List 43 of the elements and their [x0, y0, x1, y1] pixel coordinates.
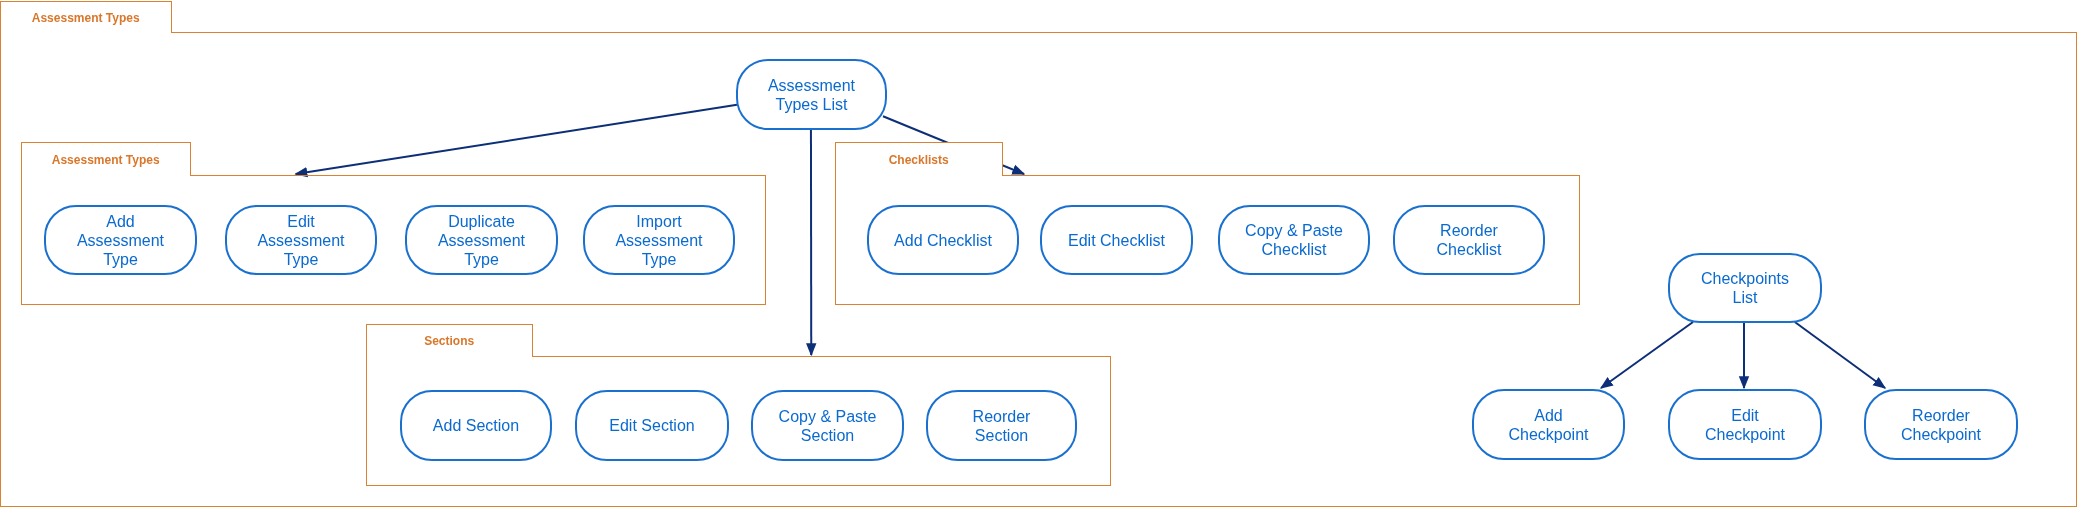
process-box — [1864, 389, 2018, 460]
group-tab-label: Assessment Types — [20, 142, 191, 176]
process-label: Duplicate Assessment Type — [436, 211, 527, 269]
process-label: Edit Checklist — [1068, 230, 1165, 250]
arrow — [806, 128, 817, 357]
process-box — [575, 390, 729, 461]
process-label: Reorder Checkpoint — [1899, 405, 1982, 444]
group-tab-label: Assessment Types — [0, 1, 172, 33]
process-label: Edit Section — [609, 416, 695, 435]
process-label: Add Checkpoint — [1507, 405, 1590, 444]
process-box — [736, 59, 887, 130]
process-label: Add Checklist — [894, 230, 992, 250]
process-label: Edit Checkpoint — [1703, 405, 1786, 444]
process-box — [44, 205, 197, 275]
process-label: Copy & Paste Checklist — [1244, 221, 1344, 259]
arrow — [1793, 321, 1887, 389]
group-tab-label: Checklists — [834, 142, 1003, 176]
process-box — [225, 205, 377, 275]
process-label: Reorder Section — [971, 406, 1032, 445]
process-label: Edit Assessment Type — [256, 211, 346, 269]
arrow — [1738, 321, 1750, 390]
process-box — [1393, 205, 1545, 275]
process-box — [867, 205, 1019, 275]
process-box — [1040, 205, 1193, 275]
process-label: Checkpoints List — [1699, 269, 1790, 307]
arrow — [1600, 321, 1695, 389]
process-box — [405, 205, 558, 275]
process-box — [1218, 205, 1370, 275]
process-box — [926, 390, 1077, 461]
process-box — [400, 390, 552, 461]
arrow — [294, 103, 738, 178]
process-label: Add Section — [432, 416, 520, 435]
process-box — [583, 205, 735, 275]
process-box — [751, 390, 904, 461]
group-tab-label: Sections — [365, 324, 533, 357]
process-box — [1668, 389, 1822, 460]
process-label: Reorder Checklist — [1435, 221, 1503, 259]
process-label: Import Assessment Type — [614, 211, 704, 269]
process-label: Assessment Types List — [766, 75, 857, 114]
process-label: Copy & Paste Section — [777, 406, 878, 445]
process-box — [1668, 253, 1822, 323]
process-label: Add Assessment Type — [75, 211, 166, 269]
process-box — [1472, 389, 1625, 460]
